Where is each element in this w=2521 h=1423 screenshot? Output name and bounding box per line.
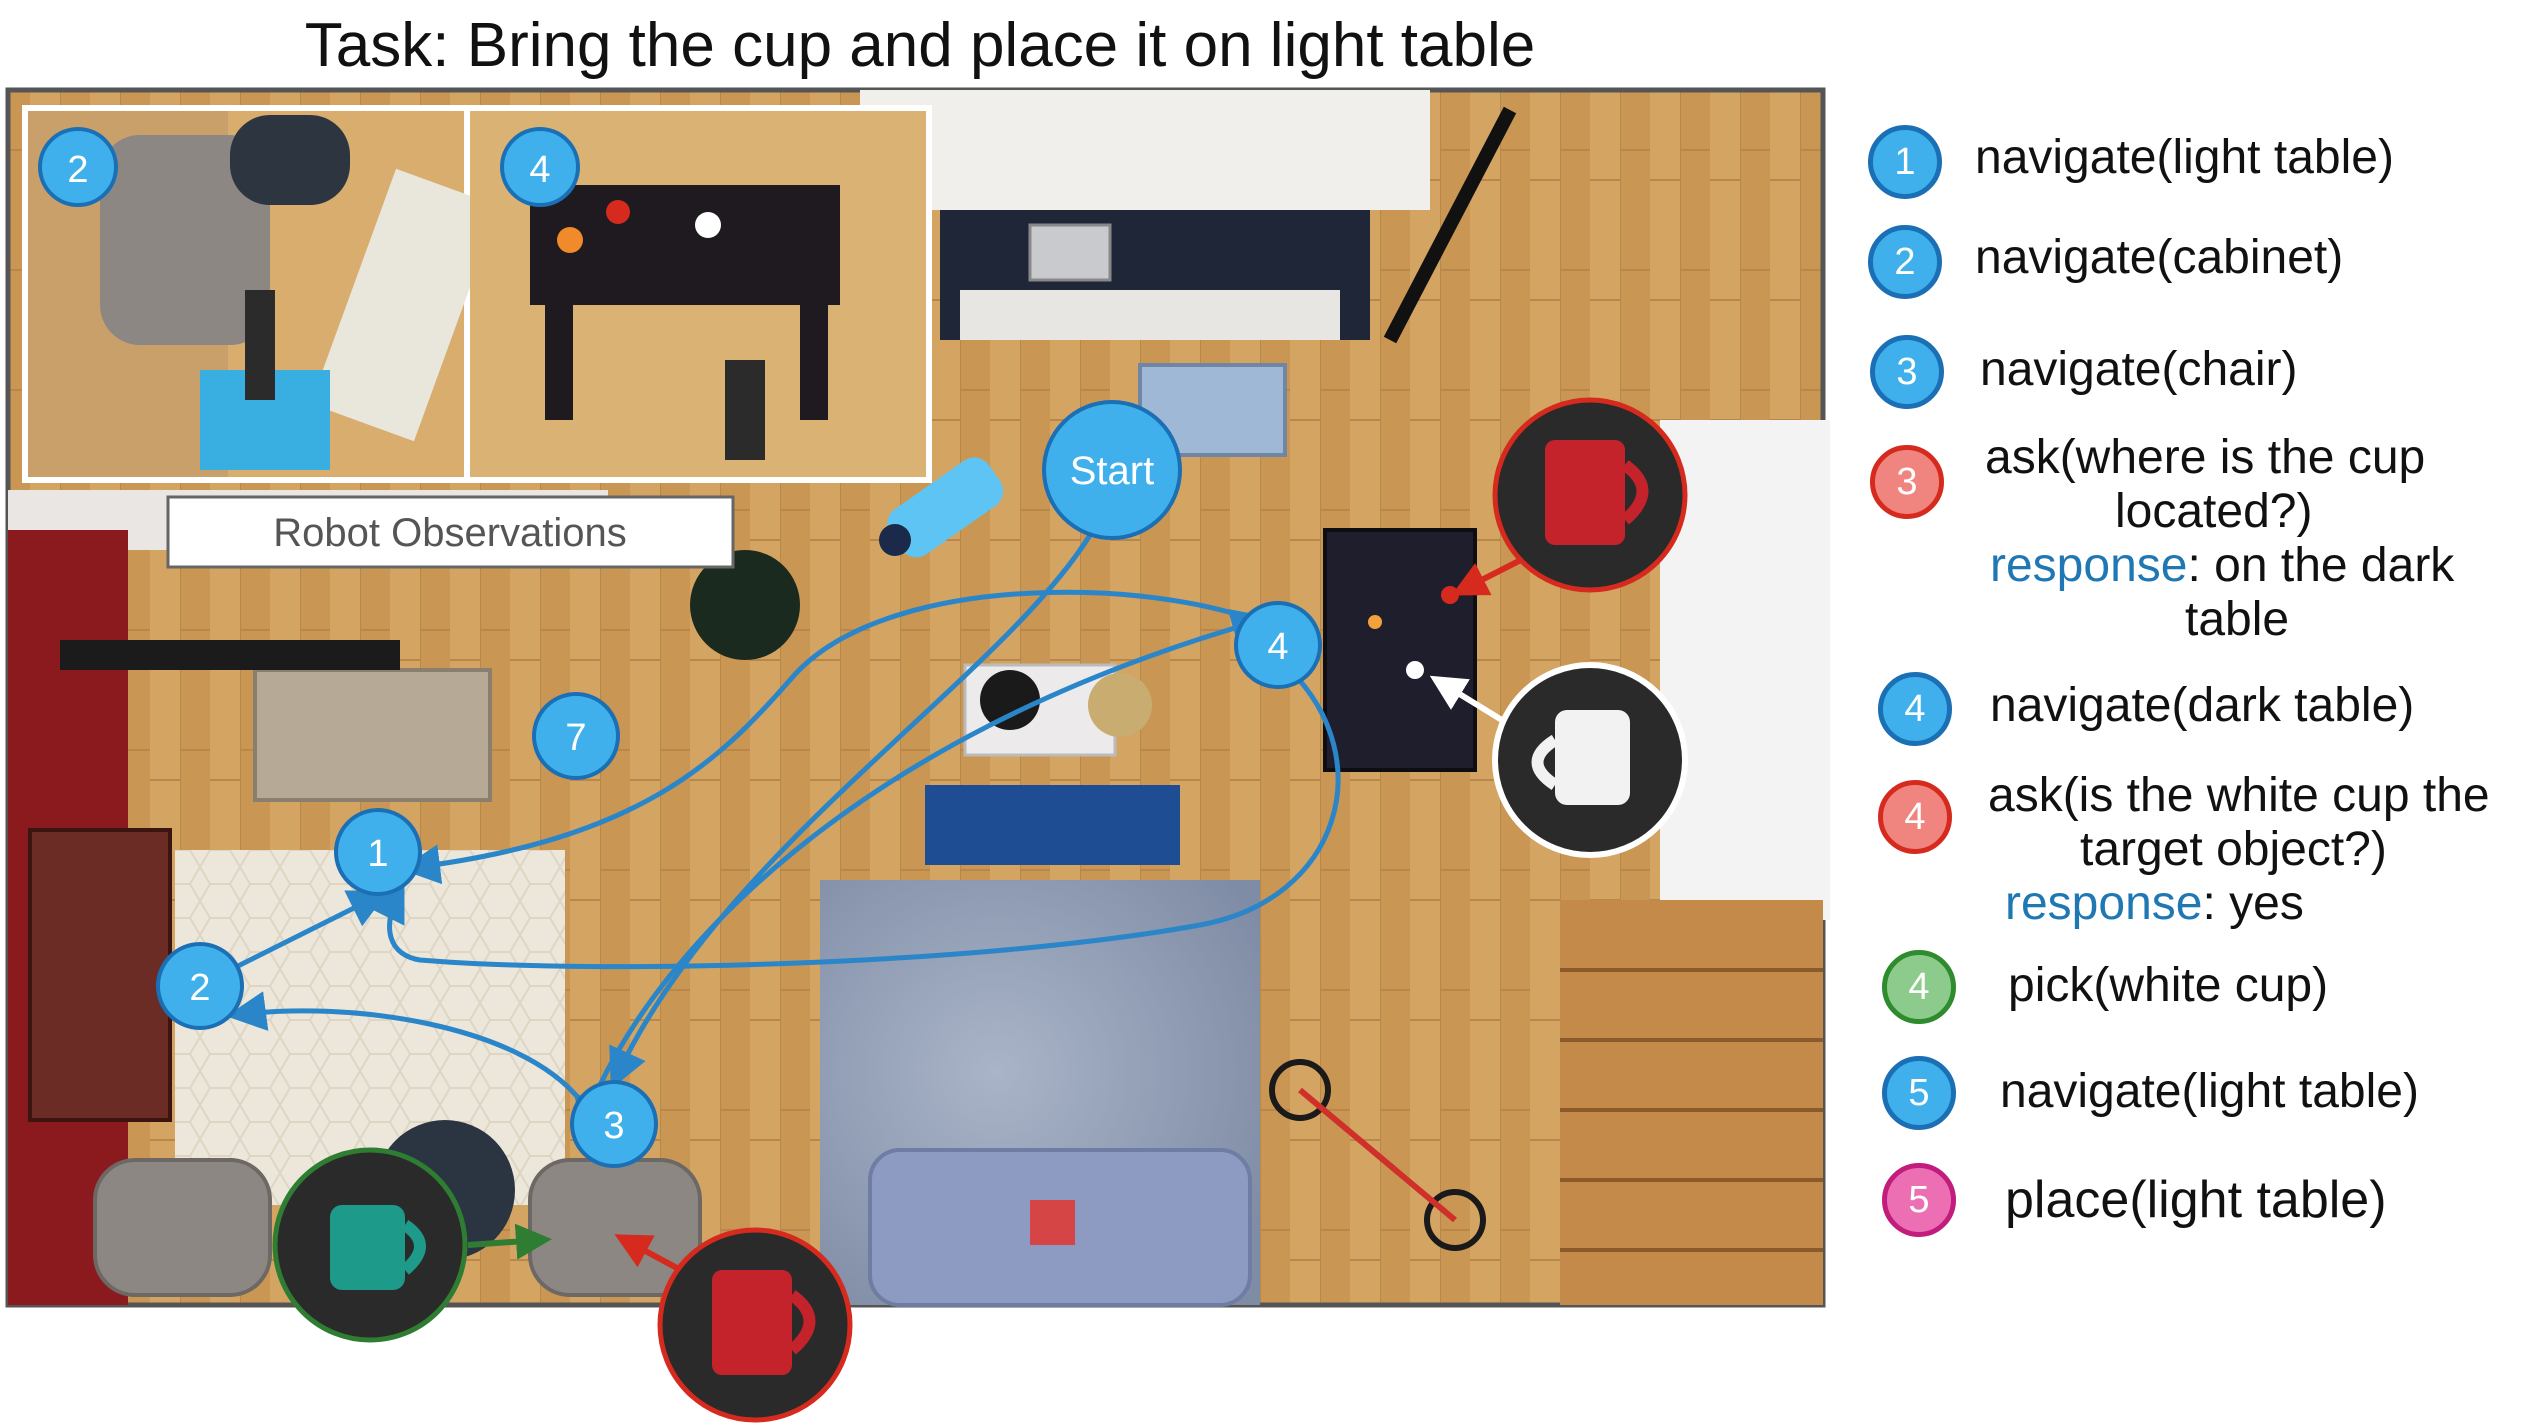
inset-badge-2	[38, 127, 118, 207]
red-cup-callout-top	[1451, 397, 1688, 596]
stairs	[1560, 900, 1823, 1305]
node-3-label: 3	[603, 1105, 624, 1147]
red-cup-callout-bottom	[614, 1227, 853, 1423]
node-2	[156, 942, 244, 1030]
legend-badge: 4	[1878, 780, 1952, 854]
legend-badge: 5	[1882, 1163, 1956, 1237]
legend-ask-line1: ask(is the white cup the	[1988, 769, 2490, 822]
observations-label: Robot Observations	[273, 511, 627, 555]
green-cup-callout	[272, 1147, 552, 1343]
kitchen-cabinets	[860, 90, 1430, 210]
light-table	[253, 668, 492, 802]
path-4-loop-1	[368, 668, 1341, 970]
path-2-3	[226, 991, 615, 1136]
legend-action: navigate(cabinet)	[1975, 231, 2344, 284]
legend-badge: 2	[1868, 225, 1942, 299]
path-start-to-3	[609, 533, 1093, 1090]
legend-badge: 3	[1870, 335, 1944, 409]
legend-action: place(light table)	[2005, 1171, 2387, 1229]
legend-ask-line1: ask(where is the cup	[1985, 431, 2426, 484]
bicycle	[1269, 1059, 1486, 1251]
response-label: response	[2005, 877, 2203, 930]
node-3	[570, 1080, 658, 1168]
legend-badge: 3	[1870, 445, 1944, 519]
legend-response: response: on the dark	[1990, 538, 2454, 593]
node-4	[1234, 601, 1322, 689]
legend-badge: 5	[1882, 1056, 1956, 1130]
inset-badge-4	[500, 127, 580, 207]
right-wall	[1660, 420, 1830, 920]
blue-mat	[925, 785, 1180, 865]
response-label: response	[1990, 539, 2188, 592]
legend-response: response: yes	[2005, 876, 2304, 931]
legend-ask-line2: located?)	[2115, 485, 2313, 538]
legend-badge: 1	[1868, 125, 1942, 199]
legend-action: navigate(light table)	[2000, 1065, 2419, 1118]
white-cup-callout	[1429, 662, 1688, 858]
figure-title: Task: Bring the cup and place it on ligh…	[304, 11, 1536, 80]
legend-action: navigate(chair)	[1980, 343, 2298, 396]
inset-badge-4-label: 4	[529, 149, 550, 191]
node-1-label: 1	[367, 833, 388, 875]
node-start-label: Start	[1070, 449, 1154, 493]
armchair-1	[93, 1158, 272, 1297]
observation-inset: 2 4	[22, 105, 932, 483]
node-4-label: 4	[1267, 626, 1288, 668]
robot-dog	[879, 457, 1004, 558]
node-start	[1042, 400, 1182, 540]
navigation-paths	[164, 533, 1341, 1136]
legend-action: navigate(dark table)	[1990, 679, 2415, 732]
node-1	[334, 808, 422, 896]
legend-action: navigate(light table)	[1975, 131, 2394, 184]
node-7-label: 7	[565, 717, 586, 759]
observations-label-box	[166, 495, 735, 569]
legend-response-line2: table	[2185, 593, 2290, 646]
map-scene: 2 4 Robot Observations Start 1 2 3 4 7	[5, 87, 1830, 1423]
legend-ask-line2: target object?)	[2080, 823, 2387, 876]
response-text: : yes	[2202, 877, 2304, 930]
node-7	[532, 692, 620, 780]
legend-action: pick(white cup)	[2008, 959, 2329, 1012]
path-3-to-4	[597, 608, 1272, 1087]
path-4-to-1	[400, 589, 1297, 885]
legend-badge: 4	[1878, 672, 1952, 746]
dark-table	[1323, 528, 1477, 772]
cabinet	[28, 828, 172, 1122]
legend-badge: 4	[1882, 950, 1956, 1024]
response-text: : on the dark	[2187, 539, 2455, 592]
inset-badge-2-label: 2	[67, 149, 88, 191]
node-2-label: 2	[189, 967, 210, 1009]
